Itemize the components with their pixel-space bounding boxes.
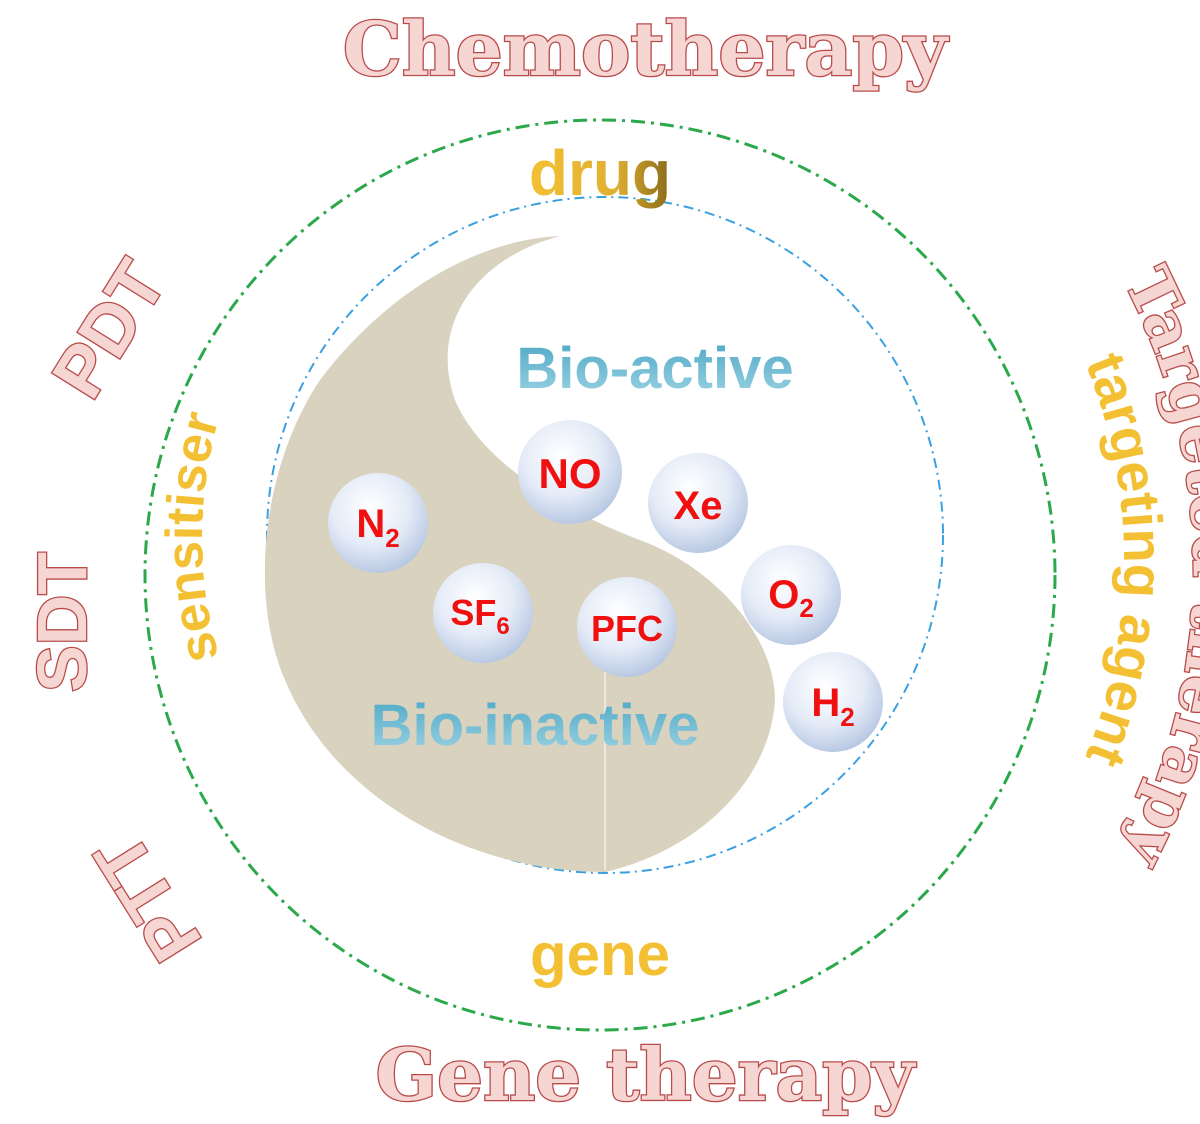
gas-bubble-xe: Xe	[648, 453, 748, 553]
gas-bubble-no: NO	[518, 420, 622, 524]
therapy-gene: Gene therapy	[376, 1032, 917, 1117]
outer-ring	[143, 118, 1057, 1032]
gas-label-no: NO	[539, 450, 602, 497]
gas-label-o2: O2	[768, 573, 814, 623]
agent-sensitiser-text: sensitiser	[156, 406, 231, 669]
therapy-sdt: SDT	[23, 552, 101, 692]
gas-label-n2: N2	[356, 502, 399, 553]
gas-sf6-sub: 6	[496, 613, 509, 640]
gas-label-xe: Xe	[674, 484, 723, 528]
gas-bubble-sf6: SF6	[433, 563, 533, 663]
gas-bubble-n2: N2	[328, 473, 428, 573]
gas-bubble-pfc: PFC	[577, 577, 677, 677]
agent-drug: drug	[529, 137, 671, 209]
therapy-chemotherapy: Chemotherapy	[343, 7, 949, 93]
gas-h2-sub: 2	[840, 702, 854, 732]
gas-label-pfc: PFC	[591, 608, 663, 649]
bio-inactive-region	[264, 236, 775, 872]
gas-n2-sub: 2	[385, 523, 399, 553]
gas-label-sf6: SF6	[450, 592, 509, 640]
gas-bubble-h2: H2	[783, 652, 883, 752]
agent-sensitiser: sensitiser	[156, 406, 231, 669]
gas-o2-sub: 2	[799, 593, 813, 623]
therapy-ptt: PTT	[80, 821, 216, 974]
agent-gene: gene	[530, 921, 670, 988]
gas-label-h2: H2	[811, 681, 854, 732]
gas-o2-base: O	[768, 573, 799, 617]
gas-sf6-base: SF	[450, 592, 496, 633]
bio-active-label: Bio-active	[516, 336, 793, 401]
therapy-pdt: PDT	[38, 247, 182, 412]
bio-inactive-label: Bio-inactive	[371, 693, 700, 758]
gas-h2-base: H	[811, 681, 840, 725]
gas-bubble-o2: O2	[741, 545, 841, 645]
gas-n2-base: N	[356, 502, 385, 546]
